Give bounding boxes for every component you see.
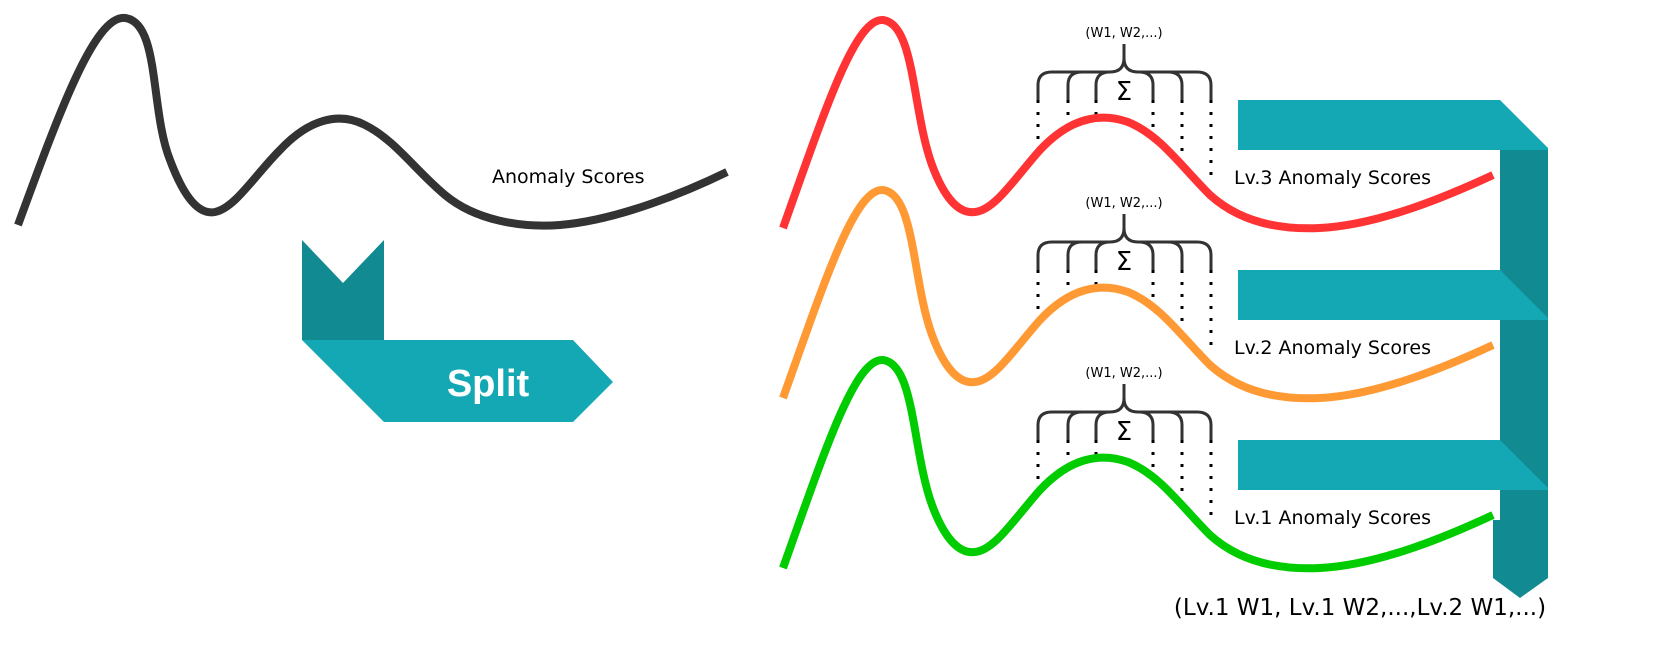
sum-bracket xyxy=(1036,214,1213,270)
sum-symbol: Σ xyxy=(1116,77,1132,107)
level-group: (W1, W2,...) Σ Lv.3 Anomaly Scores xyxy=(779,16,1548,233)
sum-symbol: Σ xyxy=(1116,417,1132,447)
weights-label: (W1, W2,...) xyxy=(1085,196,1162,211)
level-anomaly-curve xyxy=(779,186,1495,403)
collect-band xyxy=(1493,150,1548,598)
level-bar xyxy=(1238,270,1548,320)
level-anomaly-curve xyxy=(779,356,1495,573)
sum-bracket xyxy=(1036,44,1213,100)
level-anomaly-curve xyxy=(779,16,1495,233)
split-arrow xyxy=(302,340,613,422)
level-label: Lv.1 Anomaly Scores xyxy=(1234,507,1431,529)
input-anomaly-curve xyxy=(14,14,729,230)
level-label: Lv.3 Anomaly Scores xyxy=(1234,167,1431,189)
level-group: (W1, W2,...) Σ Lv.2 Anomaly Scores xyxy=(779,186,1548,403)
output-vector-label: (Lv.1 W1, Lv.1 W2,...,Lv.2 W1,...) xyxy=(1174,595,1546,621)
split-label: Split xyxy=(447,363,530,405)
weights-label: (W1, W2,...) xyxy=(1085,366,1162,381)
input-label: Anomaly Scores xyxy=(492,166,645,188)
weights-label: (W1, W2,...) xyxy=(1085,26,1162,41)
level-bar xyxy=(1238,440,1548,490)
level-bar xyxy=(1238,100,1548,150)
level-label: Lv.2 Anomaly Scores xyxy=(1234,337,1431,359)
level-group: (W1, W2,...) Σ Lv.1 Anomaly Scores xyxy=(779,356,1548,573)
split-chevron xyxy=(302,240,384,340)
sum-bracket xyxy=(1036,384,1213,440)
sum-symbol: Σ xyxy=(1116,247,1132,277)
